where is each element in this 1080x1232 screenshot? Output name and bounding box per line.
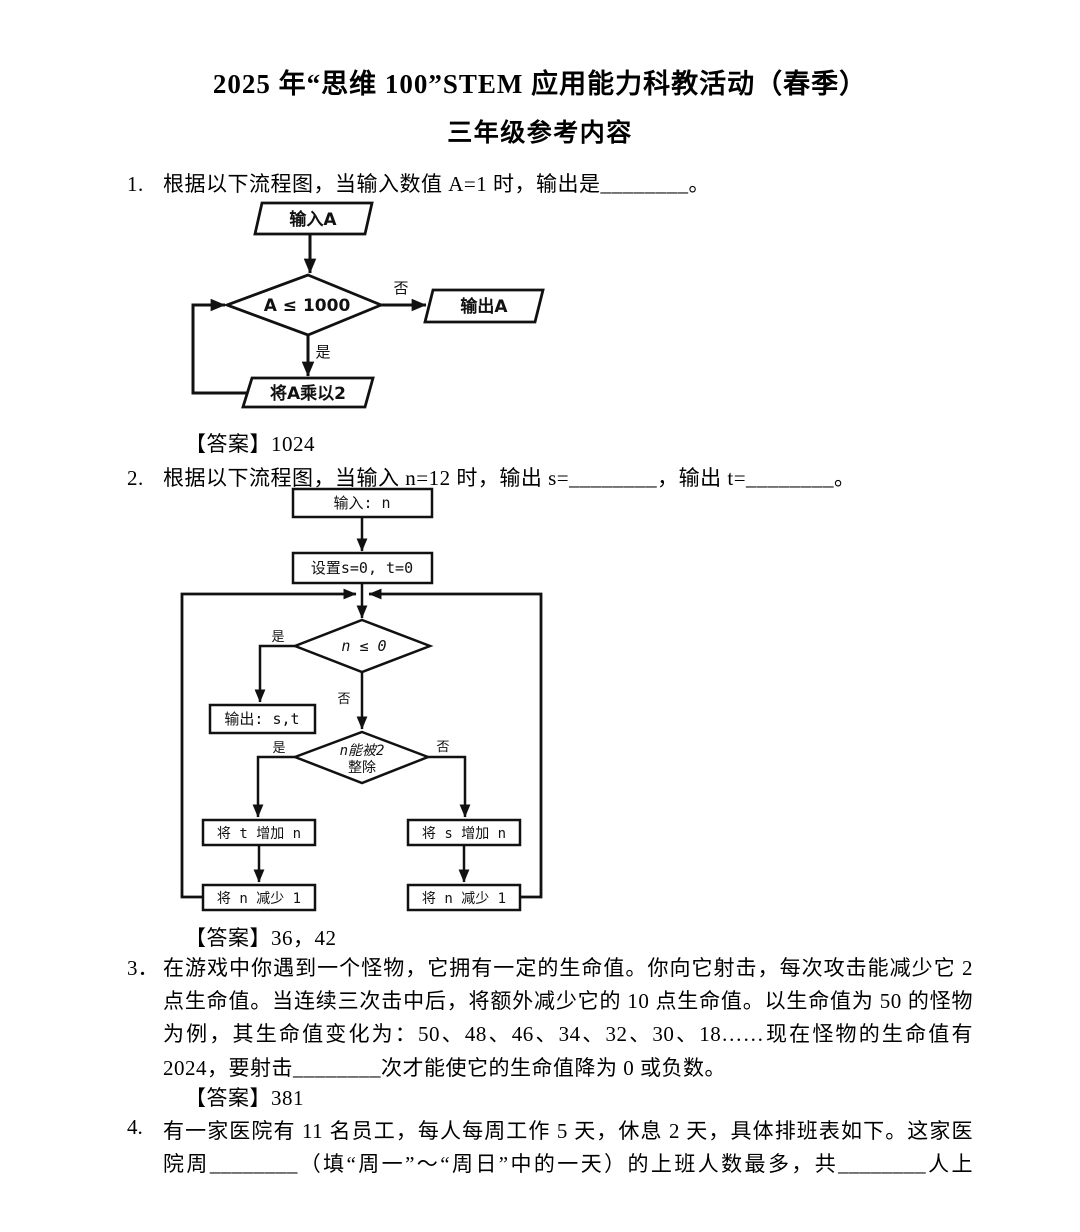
question-3-line-1: 在游戏中你遇到一个怪物，它拥有一定的生命值。你向它射击，每次攻击能减少它 2 <box>163 956 973 980</box>
flow1-input-shape <box>253 201 374 236</box>
flow2-add-t-shape <box>201 818 317 847</box>
answer-2: 【答案】36，42 <box>185 922 337 952</box>
flow2-add-s-label: 将 s 增加 n <box>422 826 506 842</box>
answer-1-label: 【答案】 <box>185 432 271 456</box>
flow2-no1-label: 否 <box>337 692 350 707</box>
page-title: 2025 年“思维 100”STEM 应用能力科教活动（春季） <box>212 69 868 99</box>
flow2-add-t-label: 将 t 增加 n <box>217 826 301 842</box>
question-4-line-2: 院周________（填“周一”～“周日”中的一天）的上班人数最多，共_____… <box>163 1152 973 1176</box>
question-4-number: 4. <box>127 1115 143 1139</box>
answer-2-label: 【答案】 <box>185 926 271 950</box>
question-4-line-1: 有一家医院有 11 名员工，每人每周工作 5 天，休息 2 天，具体排班表如下。… <box>163 1119 973 1143</box>
question-3-line-4: 2024，要射击________次才能使它的生命值降为 0 或负数。 <box>163 1056 726 1080</box>
flow1-decision-label: A ≤ 1000 <box>264 296 351 316</box>
flow2-decision2-label-line2: 整除 <box>348 760 376 776</box>
flowchart-2: 输入: n 设置s=0, t=0 n ≤ 0 是 输出: s,t 否 n能被2 … <box>180 487 543 912</box>
question-2-text: 根据以下流程图，当输入 n=12 时，输出 s=________，输出 t=__… <box>163 466 856 490</box>
flow2-output-label: 输出: s,t <box>224 710 299 728</box>
question-2: 2. 根据以下流程图，当输入 n=12 时，输出 s=________，输出 t=… <box>127 462 856 492</box>
flow2-input-label: 输入: n <box>333 494 390 512</box>
flow2-init-shape <box>291 551 434 585</box>
flow2-decision2-label-line1: n能被2 <box>340 743 385 759</box>
answer-1: 【答案】1024 <box>185 428 315 458</box>
flow2-arrow-yes1 <box>254 644 295 703</box>
answer-3-value: 381 <box>271 1086 304 1110</box>
flow2-arrow-yes2 <box>252 755 295 818</box>
flow2-decision1-label: n ≤ 0 <box>341 637 386 655</box>
flow1-output-label: 输出A <box>460 296 508 317</box>
flow2-dec-right-label: 将 n 减少 1 <box>422 891 506 907</box>
question-2-number: 2. <box>127 466 144 490</box>
flow2-yes2-label: 是 <box>272 741 285 756</box>
flow2-output-shape <box>208 703 317 735</box>
flow1-input-label: 输入A <box>289 209 337 230</box>
flow1-process-shape <box>241 376 375 409</box>
page-subtitle: 三年级参考内容 <box>447 120 633 147</box>
flow2-init-label: 设置s=0, t=0 <box>311 559 413 577</box>
question-1: 1. 根据以下流程图，当输入数值 A=1 时，输出是________。 <box>127 168 710 198</box>
flow2-input-shape <box>291 487 434 519</box>
flow2-dec-left-shape <box>201 883 317 912</box>
answer-3: 【答案】381 <box>185 1082 304 1112</box>
flow2-arrow-no2 <box>428 755 471 818</box>
flow2-add-s-shape <box>406 818 522 847</box>
flow2-dec-left-label: 将 n 减少 1 <box>217 891 301 907</box>
flow2-right-loop-line <box>368 588 543 899</box>
flow2-no2-label: 否 <box>436 740 449 755</box>
flow2-yes1-label: 是 <box>271 630 284 645</box>
question-1-number: 1. <box>127 172 144 196</box>
flow2-decision2-shape <box>291 730 432 785</box>
answer-3-label: 【答案】 <box>185 1086 271 1110</box>
answer-2-value: 36，42 <box>271 926 337 950</box>
answer-1-value: 1024 <box>271 432 315 456</box>
flow1-no-label: 否 <box>393 279 408 297</box>
flow1-process-label: 将A乘以2 <box>270 383 346 404</box>
flow2-dec-right-shape <box>406 883 522 912</box>
question-3-line-2: 点生命值。当连续三次击中后，将额外减少它的 10 点生命值。以生命值为 50 的… <box>163 989 973 1013</box>
flow2-left-loop-line <box>180 588 357 899</box>
flow1-yes-label: 是 <box>315 343 330 361</box>
flow1-output-shape <box>423 288 545 324</box>
flowchart-1: 输入A A ≤ 1000 否 输出A 是 将A乘以2 <box>191 201 545 409</box>
question-3-line-3: 为例，其生命值变化为：50、48、46、34、32、30、18……现在怪物的生命… <box>163 1022 973 1046</box>
flow1-loop-line <box>191 298 247 395</box>
question-3-number: 3． <box>127 956 159 980</box>
question-1-text: 根据以下流程图，当输入数值 A=1 时，输出是________。 <box>163 172 711 196</box>
